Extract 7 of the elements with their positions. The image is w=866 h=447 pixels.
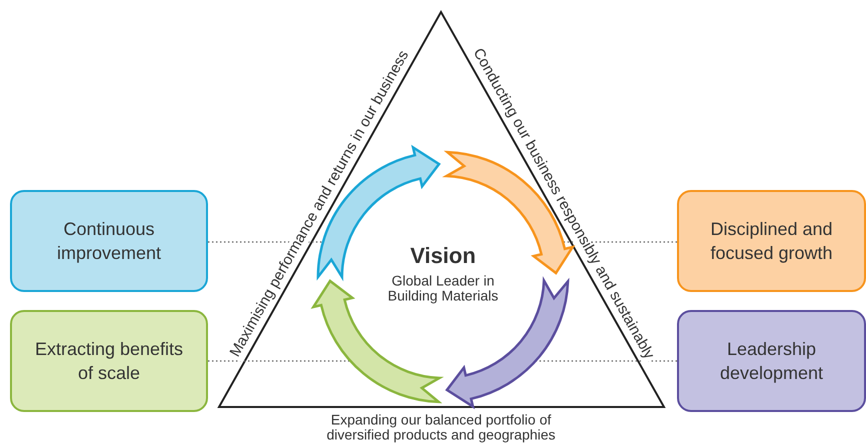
text-box: Extracting benefits of scale [10, 310, 208, 412]
leader-line [208, 241, 323, 243]
text-box: Continuous improvement [10, 190, 208, 292]
bottom-label: Expanding our balanced portfolio of diversified products and geographies [326, 412, 556, 444]
text-box: Leadership development [677, 310, 866, 412]
leader-line [208, 360, 350, 362]
text-box: Disciplined and focused growth [677, 190, 866, 292]
